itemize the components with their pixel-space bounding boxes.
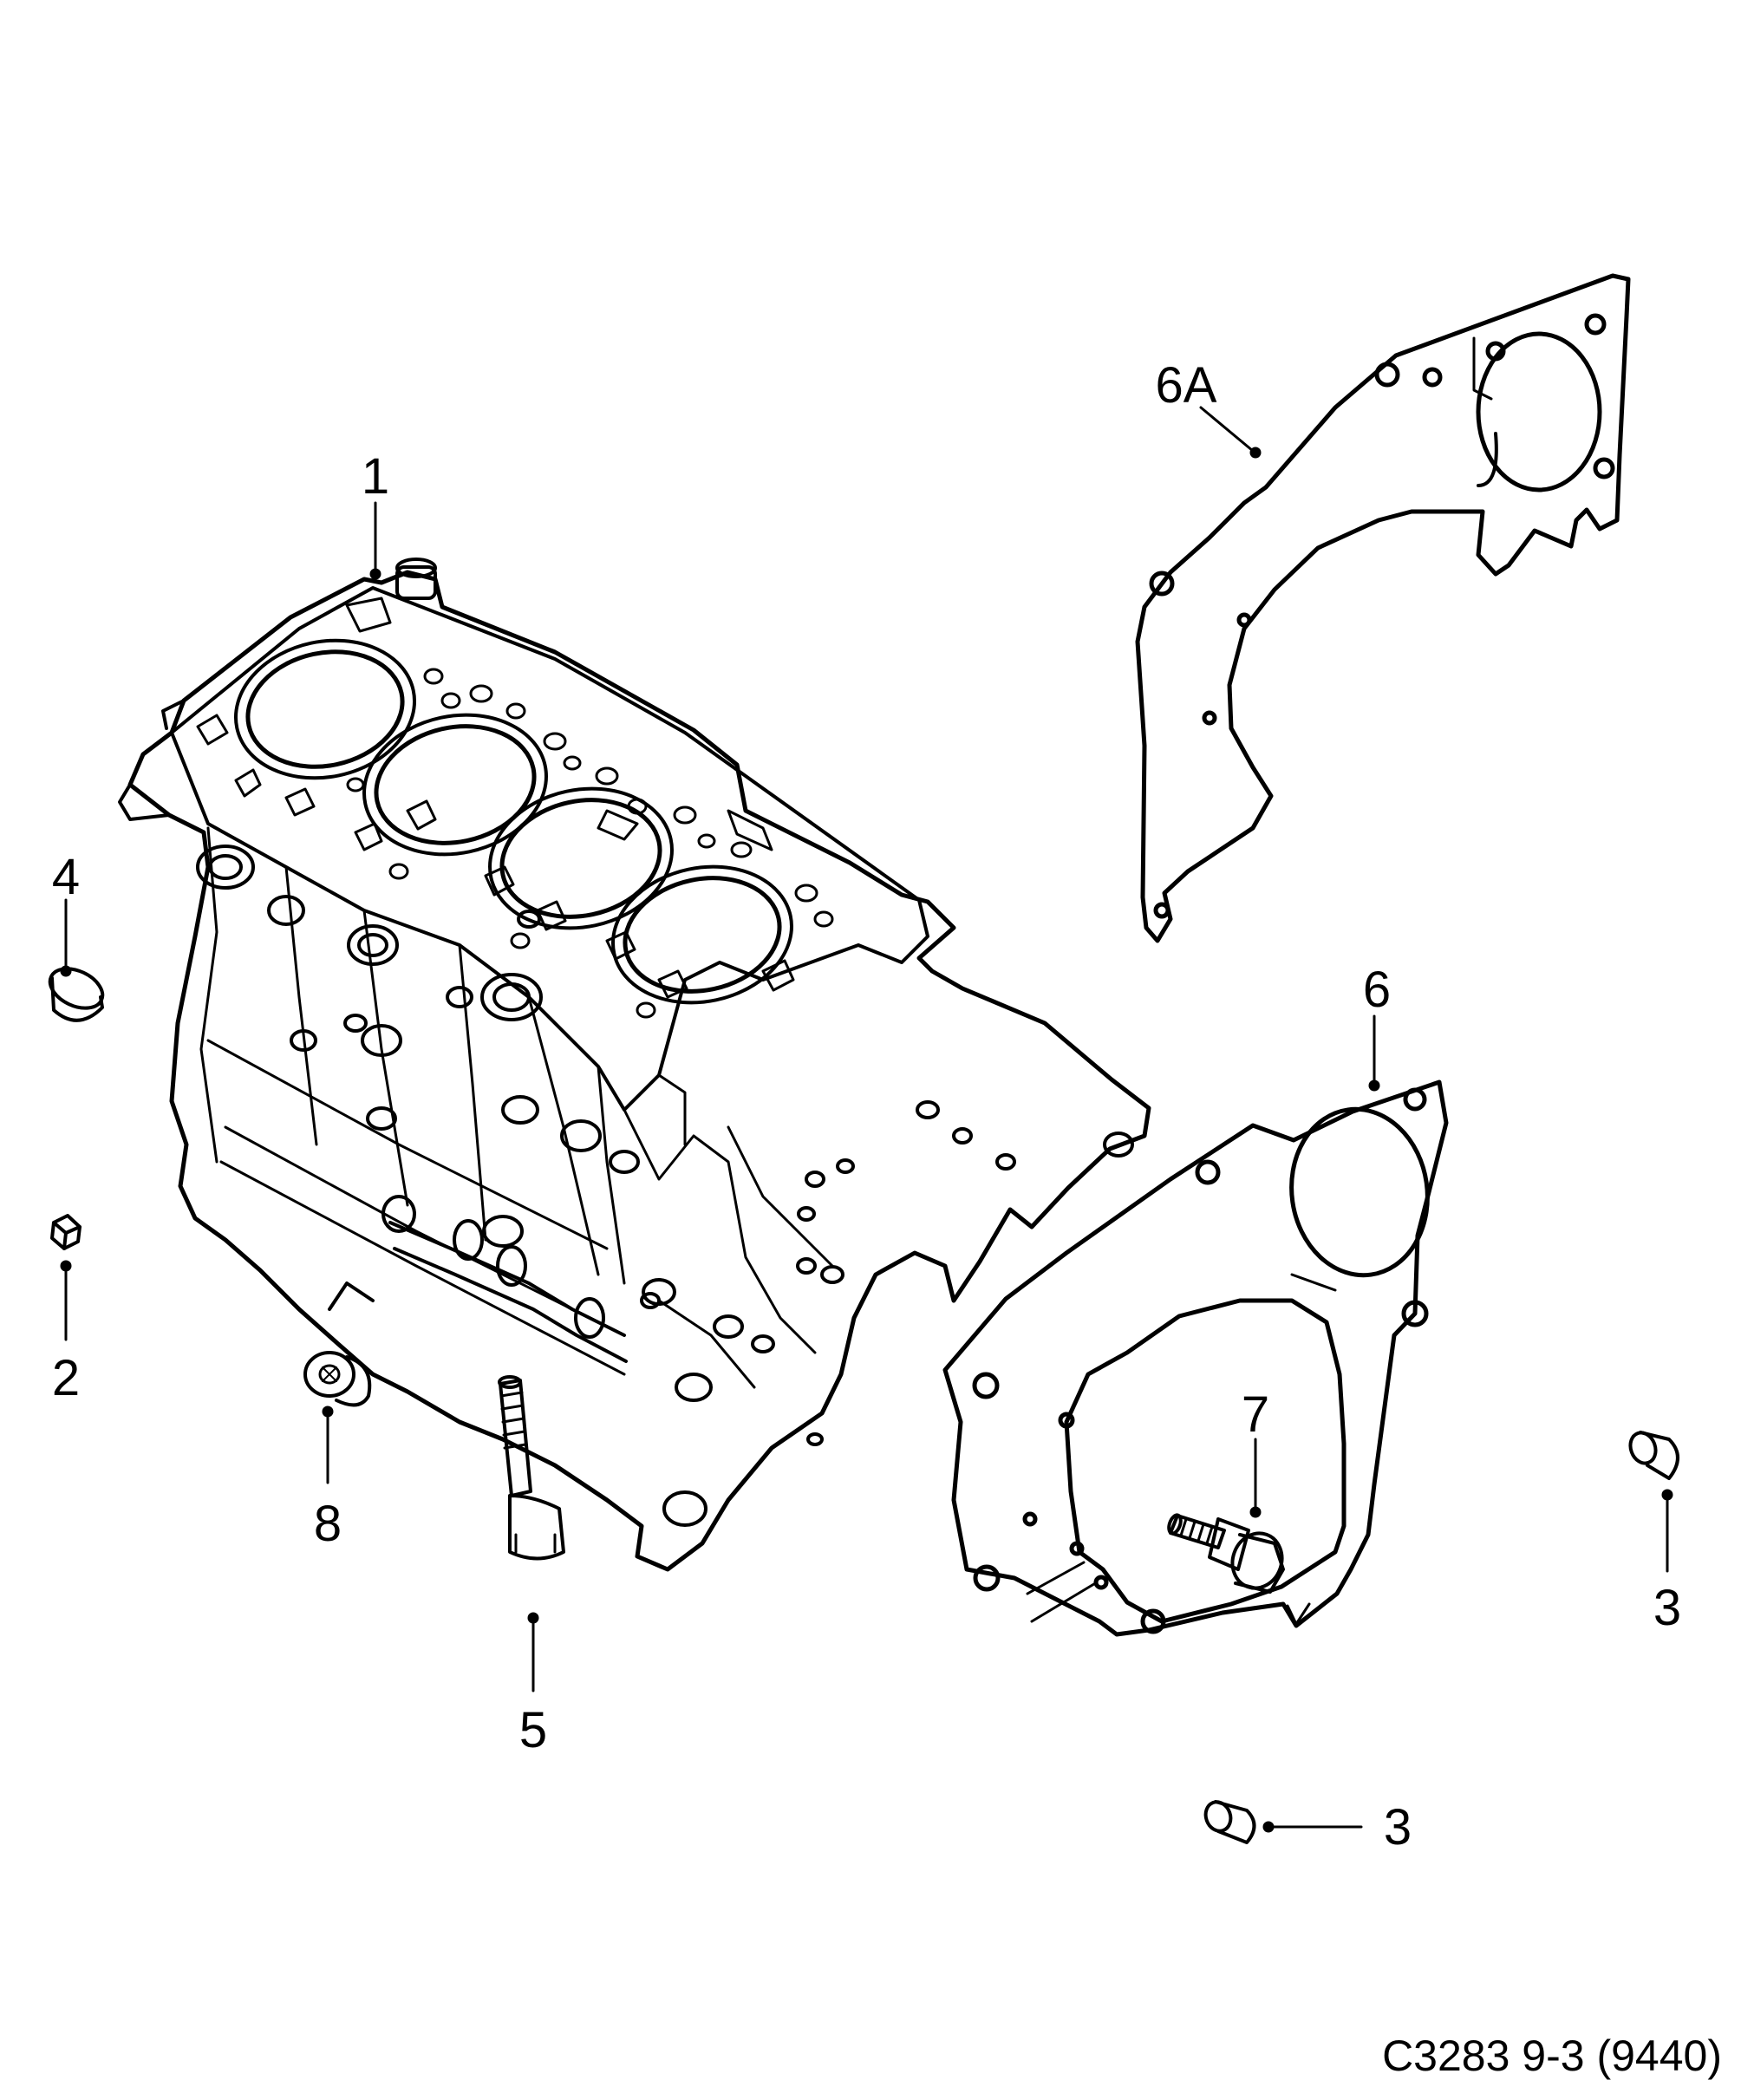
cylinder-bore-1 [245, 649, 405, 769]
gasket-6-bore [1289, 1106, 1430, 1278]
sleeve-3-bottom [1203, 1800, 1256, 1844]
sleeve-3-right [1628, 1431, 1679, 1480]
cylinder-bore-2 [374, 724, 537, 845]
gasket-6-outline [942, 1079, 1449, 1637]
callout-3-right: 3 [1653, 1580, 1682, 1636]
callout-3-bottom: 3 [1383, 1799, 1412, 1855]
deck-surface [170, 586, 929, 1112]
dowel-2 [50, 1214, 82, 1250]
callout-6: 6 [1362, 962, 1392, 1018]
engine-block-outline [127, 570, 1151, 1572]
callout-6a: 6A [1155, 357, 1217, 414]
deck-passages [196, 597, 834, 1019]
cylinder-bore-3 [499, 798, 662, 919]
callout-7: 7 [1241, 1386, 1270, 1443]
flywheel-bolt [1167, 1513, 1285, 1594]
gasket-6a [1135, 273, 1631, 943]
plug-4 [48, 967, 105, 1022]
callout-8: 8 [313, 1496, 342, 1552]
gasket-6a-outline [1135, 273, 1631, 943]
cylinder-bore-4 [623, 876, 782, 994]
gasket-6a-bore [1476, 331, 1602, 492]
callout-2: 2 [51, 1350, 81, 1406]
gasket-6 [942, 1079, 1449, 1637]
figure-caption: C3283 9-3 (9440) [1382, 2032, 1722, 2080]
callout-5: 5 [518, 1702, 548, 1758]
callout-4: 4 [51, 849, 81, 905]
plug-8 [303, 1351, 372, 1407]
block-bosses [196, 845, 1134, 1527]
top-dowel [395, 565, 437, 600]
gasket-6-inner-cutout [1064, 1298, 1347, 1624]
bolt-5 [498, 1375, 565, 1561]
breather-pipe [381, 1195, 628, 1363]
engine-block [118, 558, 1151, 1572]
callout-1: 1 [361, 448, 390, 505]
block-side-ribs [199, 826, 834, 1389]
leader-lines [60, 406, 1673, 1833]
